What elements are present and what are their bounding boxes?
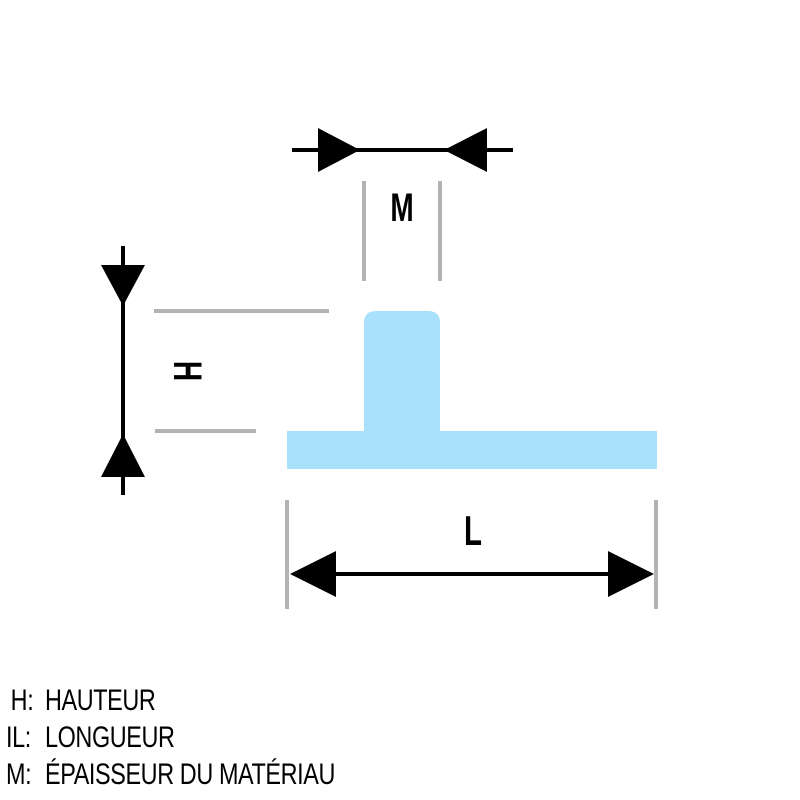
arrow-left-icon	[444, 128, 487, 172]
m-dimension: M	[292, 128, 513, 281]
legend: H: HAUTEUR IL: LONGUEUR M: ÉPAISSEUR DU MAT…	[6, 682, 428, 793]
l-dimension: L	[285, 500, 658, 609]
arrow-right-icon	[608, 551, 654, 597]
legend-text: HAUTEUR	[45, 684, 156, 717]
legend-key: M:	[6, 758, 32, 791]
h-label: H	[165, 361, 209, 381]
arrow-up-icon	[101, 434, 145, 477]
legend-text: ÉPAISSEUR DU MATÉRIAU	[45, 758, 335, 791]
arrow-right-icon	[318, 128, 360, 172]
legend-text: LONGUEUR	[45, 721, 175, 754]
m-label: M	[390, 186, 413, 230]
legend-key: H:	[10, 684, 34, 717]
arrow-left-icon	[290, 551, 336, 597]
legend-item-thickness: M: ÉPAISSEUR DU MATÉRIAU	[6, 756, 335, 793]
t-profile-shape	[287, 311, 657, 469]
arrow-down-icon	[101, 265, 145, 306]
legend-key: IL:	[6, 721, 31, 754]
legend-item-length: IL: LONGUEUR	[6, 719, 335, 756]
h-dimension: H	[101, 246, 329, 495]
l-label: L	[464, 507, 482, 555]
legend-item-height: H: HAUTEUR	[6, 682, 335, 719]
